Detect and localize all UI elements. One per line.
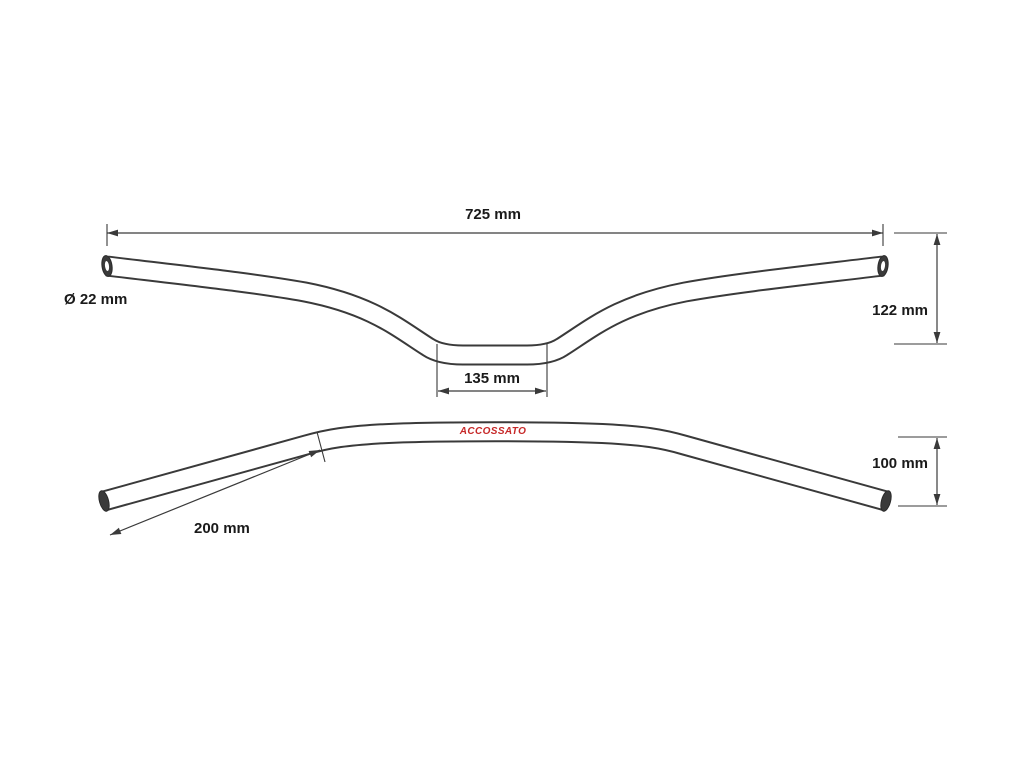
grip-diameter-dimension: Ø 22 mm [64, 291, 127, 308]
grip-diameter-label: Ø 22 mm [64, 291, 127, 308]
handlebar-front-view [101, 255, 889, 366]
grip-length-dimension: 200 mm [109, 431, 326, 537]
clamp-width-dimension: 135 mm [436, 344, 548, 397]
pullback-label: 100 mm [872, 455, 928, 472]
grip-length-tick [316, 431, 326, 463]
grip-length-label: 200 mm [194, 520, 250, 537]
overall-width-dimension: 725 mm [106, 206, 884, 246]
brand-logo: ACCOSSATO [459, 426, 527, 437]
front-left-end-cap-hole [104, 261, 110, 271]
top-right-end-cap [880, 490, 892, 512]
handlebar-top-view: ACCOSSATO [98, 421, 892, 512]
top-tube-fill [101, 423, 889, 510]
grip-length-dimension-line [109, 449, 321, 536]
front-right-end-cap-hole [880, 261, 886, 271]
top-left-end-cap [98, 490, 110, 512]
rise-label: 122 mm [872, 302, 928, 319]
front-tube-fill [105, 257, 885, 364]
overall-width-label: 725 mm [465, 206, 521, 223]
clamp-width-label: 135 mm [464, 370, 520, 387]
rise-dimension: 122 mm [872, 232, 947, 345]
pullback-dimension: 100 mm [872, 436, 947, 507]
